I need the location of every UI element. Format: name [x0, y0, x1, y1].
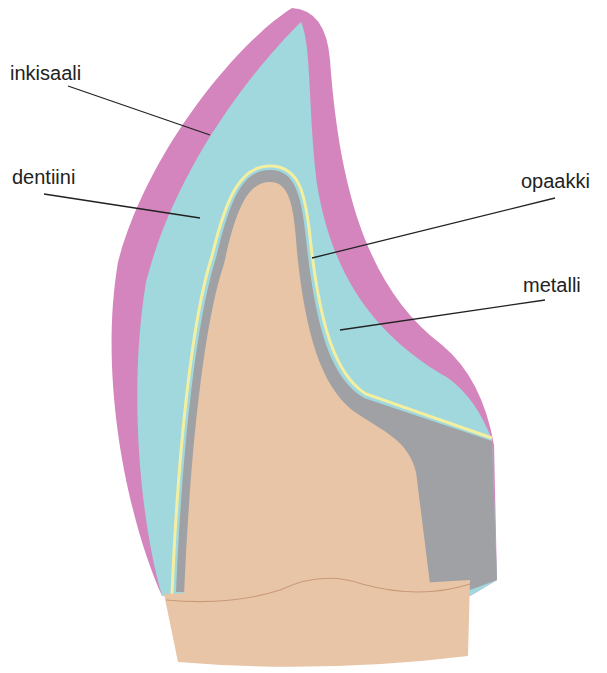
leader-line	[340, 300, 545, 330]
part-label: opaakki	[521, 170, 590, 192]
die-core	[184, 182, 430, 596]
margin-line	[166, 578, 470, 601]
part-label: dentiini	[12, 166, 75, 188]
part-label: metalli	[523, 274, 581, 296]
part-label: inkisaali	[10, 62, 81, 84]
leader-line	[68, 86, 210, 135]
incisal-layer	[112, 8, 497, 596]
leader-line	[44, 194, 200, 218]
dentin-layer	[137, 22, 497, 596]
leader-line	[312, 198, 555, 258]
